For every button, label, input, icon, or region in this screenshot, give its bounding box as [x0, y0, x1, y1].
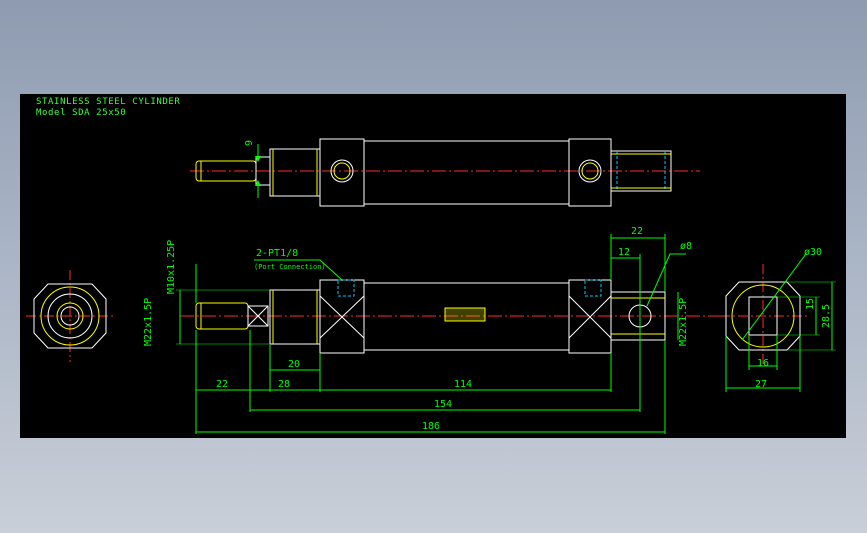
port-note: (Port Connection) — [254, 263, 326, 271]
front-view — [176, 234, 720, 434]
dim-28-5-label: 28.5 — [821, 304, 832, 328]
top-view — [190, 138, 700, 207]
title-line-2: Model SDA 25x50 — [36, 108, 127, 118]
hole-dia-label: ø8 — [680, 241, 692, 252]
dim-22-top-label: 22 — [631, 226, 643, 237]
dim-20-label: 20 — [288, 359, 300, 370]
right-end-view — [720, 253, 836, 392]
left-thread-label: M22x1.5P — [143, 298, 154, 346]
dim-12-label: 12 — [618, 247, 630, 258]
dim-dia30-label: ø30 — [804, 247, 822, 258]
cad-viewport[interactable]: STAINLESS STEEL CYLINDER Model SDA 25x50 — [20, 94, 846, 438]
dim-114-label: 114 — [454, 379, 472, 390]
dim-27-label: 27 — [755, 379, 767, 390]
dim-15-label: 15 — [805, 298, 816, 310]
left-end-view — [26, 270, 116, 362]
dim-28-label: 28 — [278, 379, 290, 390]
rod-thread-label: M10x1.25P — [166, 240, 177, 294]
title-line-1: STAINLESS STEEL CYLINDER — [36, 97, 181, 107]
right-thread-label: M22x1.5P — [678, 298, 689, 346]
dim-22-label: 22 — [216, 379, 228, 390]
dim-154-label: 154 — [434, 399, 452, 410]
port-label: 2-PT1/8 — [256, 248, 298, 259]
dim-16-label: 16 — [757, 358, 769, 369]
dim-9-label: 9 — [244, 140, 255, 146]
technical-drawing: 9 — [26, 138, 836, 434]
dim-186-label: 186 — [422, 421, 440, 432]
